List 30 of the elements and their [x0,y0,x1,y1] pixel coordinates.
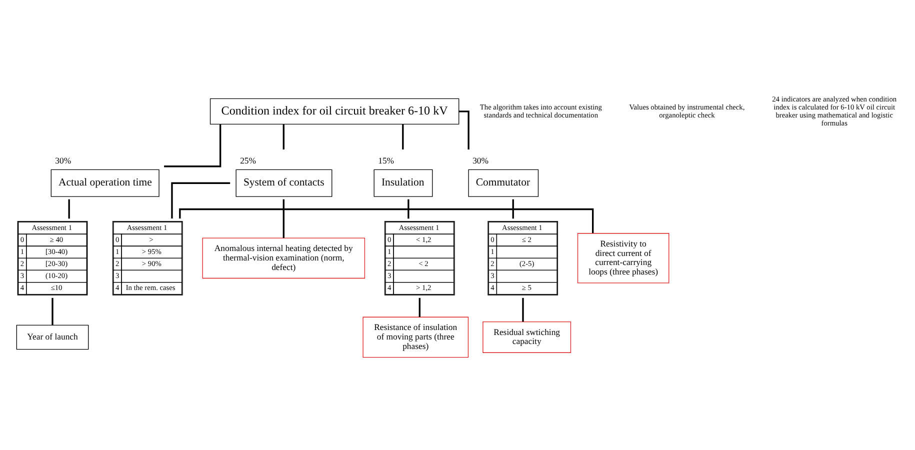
node-box: Commutator [468,169,539,197]
label: The algorithm takes into account existing standards and technical documentation [480,102,602,120]
node-box: Actual operation time [50,169,160,197]
connector [458,110,470,150]
connector [52,298,54,326]
node-box: Insulation [374,169,433,197]
connector [408,199,410,219]
connector [282,124,284,150]
label: Values obtained by instrumental check, organoleptic check [629,102,745,120]
node-box: Resistivity to direct current of current-carrying loops (three phases) [577,233,670,284]
connector [171,182,230,218]
label: 24 indicators are analyzed when condition index is calculated for 6-10 kV oil circuit breaker using mathematical and logistic formulas [772,94,897,128]
node-box: Condition index for oil circuit breaker 6-10 kV [210,98,460,124]
node-box: Year of launch [16,324,89,350]
node-label: 30% [55,155,72,166]
node-label: 15% [378,155,394,166]
node-label: 30% [472,155,489,166]
connector [164,124,222,168]
connector [402,124,404,150]
connector [282,199,284,238]
node-label: 25% [240,155,256,166]
node-box: Residual swtiching capacity [482,321,572,353]
connector [512,199,514,219]
connector [522,298,524,322]
node-box: Resistance of insulation of moving parts (three phases) [362,316,469,358]
node-box: Anomalous internal heating detected by thermal-vision examination (norm, defect) [202,238,366,279]
node-box: System of contacts [236,169,332,197]
connector [68,199,70,219]
connector [418,298,420,317]
connector [179,208,594,234]
